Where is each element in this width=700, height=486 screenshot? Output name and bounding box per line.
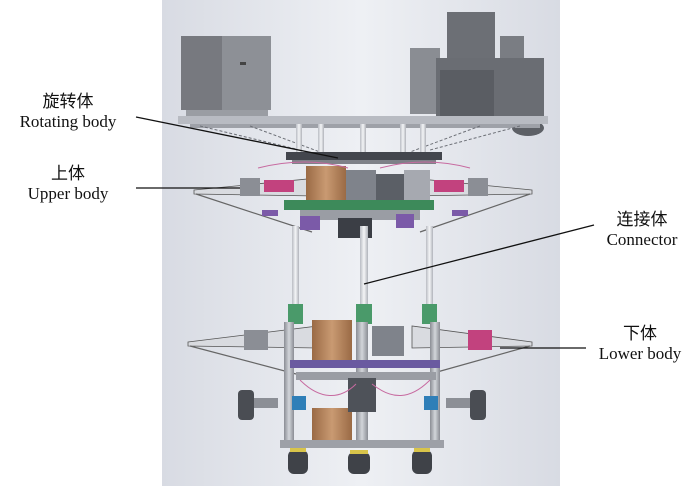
label-upper-body: 上体 Upper body bbox=[8, 164, 128, 203]
label-lower-body-zh: 下体 bbox=[623, 324, 657, 343]
label-rotating-body-en: Rotating body bbox=[19, 111, 117, 131]
label-upper-body-zh: 上体 bbox=[51, 164, 85, 183]
label-upper-body-en: Upper body bbox=[27, 183, 109, 203]
label-lower-body-en: Lower body bbox=[598, 343, 682, 363]
label-rotating-body-zh: 旋转体 bbox=[42, 92, 94, 111]
lower-body-assembly bbox=[187, 304, 533, 474]
label-rotating-body: 旋转体 Rotating body bbox=[4, 92, 132, 131]
label-connector-zh: 连接体 bbox=[616, 210, 668, 229]
label-connector-en: Connector bbox=[606, 229, 678, 249]
label-connector: 连接体 Connector bbox=[588, 210, 696, 249]
rotating-body-assembly bbox=[178, 12, 548, 164]
leader-line-connector bbox=[363, 224, 595, 285]
upper-body-assembly bbox=[193, 161, 533, 238]
label-lower-body: 下体 Lower body bbox=[584, 324, 696, 363]
leader-line-rotating-body bbox=[135, 116, 339, 159]
